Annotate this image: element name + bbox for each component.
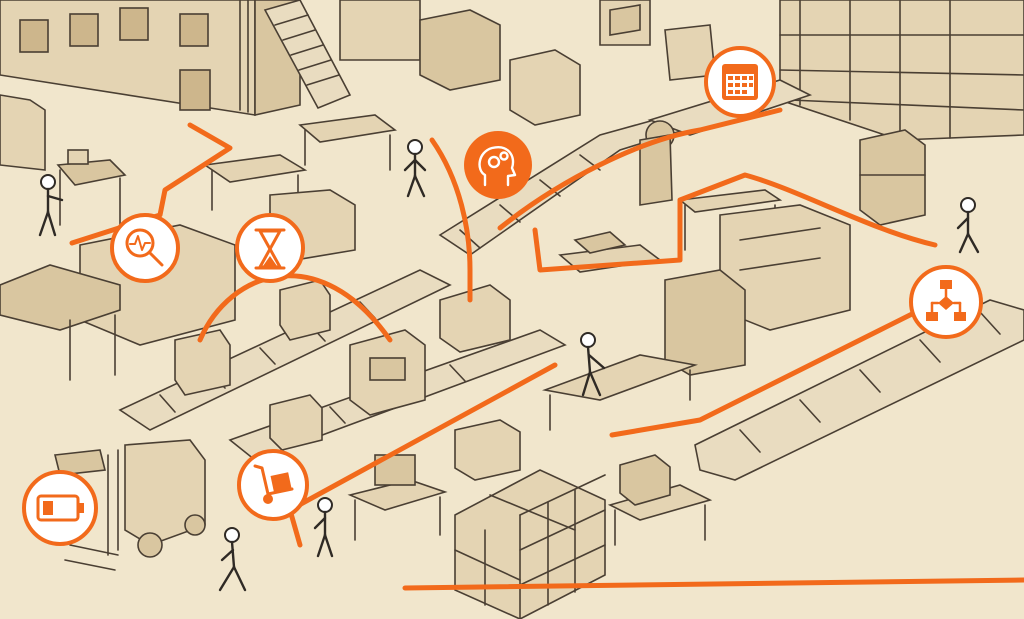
building [0,0,301,116]
hand-truck-badge [237,449,309,521]
conveyor-middle [228,329,567,461]
analytics-badge [110,213,180,283]
battery-icon [36,494,84,522]
shelving-top-right [779,0,1024,226]
worker-walking-top [403,139,427,198]
worker-bottom-middle [313,497,334,558]
worker-left [38,174,64,237]
hourglass-icon [254,228,286,270]
analytics-magnifier-icon [125,228,164,267]
route-lines [69,107,1024,591]
worker-right [956,197,980,254]
hand-truck-icon [253,464,294,504]
battery-badge [22,470,98,546]
top-crates [339,0,716,126]
flowchart-icon [926,280,966,321]
worker-center [580,332,606,397]
stairs-top [263,0,352,110]
flowchart-badge [909,265,983,339]
left-desk [0,94,127,231]
hourglass-badge [235,213,305,283]
ai-badge [464,131,532,199]
calendar-icon [722,64,758,100]
ai-brain-gears-icon [478,146,517,187]
worker-bottom-left [218,527,247,592]
forklift [54,439,206,571]
lower-tables [347,419,713,546]
calendar-badge [704,46,776,118]
conveyor-right [694,299,1024,481]
crate-stack [454,469,606,619]
